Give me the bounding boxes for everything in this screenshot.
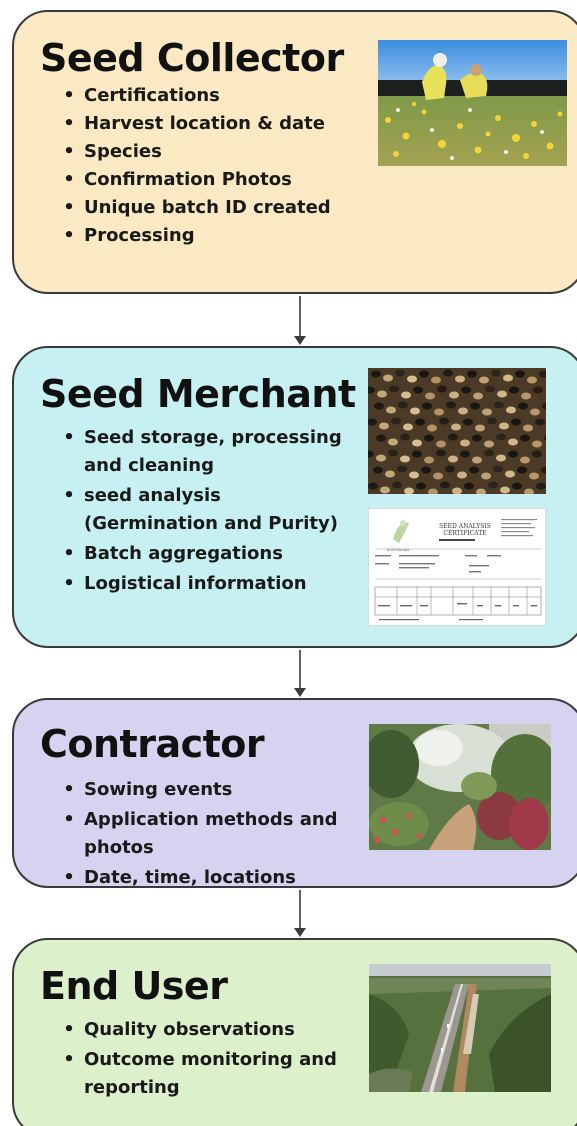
seed-closeup-photo [368, 368, 546, 494]
stage-items-contractor: •Sowing events •Application methods and … [62, 776, 352, 892]
list-item: •Outcome monitoring and reporting [63, 1049, 337, 1098]
stage-items-seed-merchant: •Seed storage, processing and cleaning •… [62, 424, 360, 598]
list-item: •Harvest location & date [63, 113, 325, 134]
list-item: •Certifications [63, 85, 220, 106]
stage-title-end-user: End User [40, 964, 228, 1008]
list-item: •Seed storage, processing and cleaning [63, 427, 342, 476]
seed-analysis-certificate: AUSTRALIAN [368, 508, 546, 626]
arrow-down-icon [293, 650, 307, 698]
svg-text:AUSTRALIAN: AUSTRALIAN [387, 548, 409, 552]
list-item: •Processing [63, 225, 195, 246]
seed-collection-field-photo [378, 40, 567, 166]
stage-items-seed-collector: •Certifications •Harvest location & date… [62, 82, 362, 250]
stage-title-seed-collector: Seed Collector [40, 36, 344, 80]
stage-title-seed-merchant: Seed Merchant [40, 372, 356, 416]
stage-items-end-user: •Quality observations •Outcome monitorin… [62, 1016, 352, 1102]
list-item: •Confirmation Photos [63, 169, 292, 190]
native-vegetation-photo [369, 724, 551, 850]
arrow-down-icon [293, 296, 307, 346]
list-item: •Quality observations [63, 1019, 295, 1040]
list-item: •Application methods and photos [63, 809, 338, 858]
list-item: •seed analysis (Germination and Purity) [63, 485, 338, 534]
highway-aerial-photo [369, 964, 551, 1092]
list-item: •Sowing events [63, 779, 233, 800]
list-item: •Batch aggregations [63, 543, 283, 564]
list-item: •Logistical information [63, 573, 307, 594]
list-item: •Unique batch ID created [63, 197, 331, 218]
list-item: •Date, time, locations [63, 867, 296, 888]
stage-title-contractor: Contractor [40, 722, 265, 766]
certificate-title: SEED ANALYSIS CERTIFICATE [439, 523, 491, 537]
arrow-down-icon [293, 890, 307, 938]
list-item: •Species [63, 141, 162, 162]
